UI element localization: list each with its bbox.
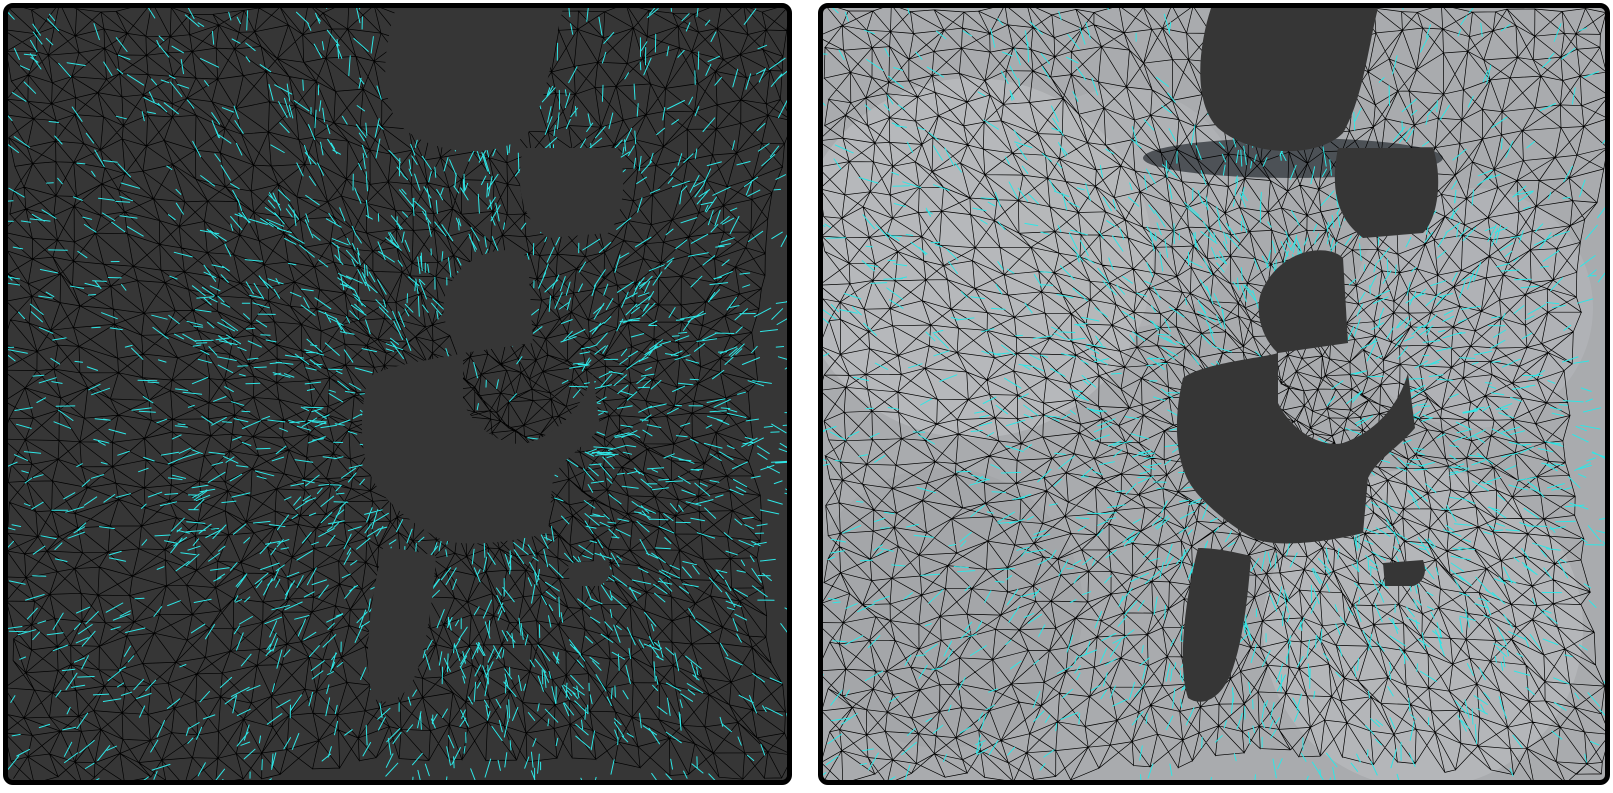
- normal-vectors: [823, 8, 1605, 780]
- viewport-left[interactable]: [3, 3, 792, 785]
- mesh-view-right[interactable]: [823, 8, 1605, 780]
- mesh-holes: [361, 8, 624, 702]
- mesh-view-left[interactable]: [8, 8, 787, 780]
- mesh-holes: [1176, 8, 1439, 702]
- normal-vectors: [8, 8, 787, 780]
- viewport-right[interactable]: [818, 3, 1610, 785]
